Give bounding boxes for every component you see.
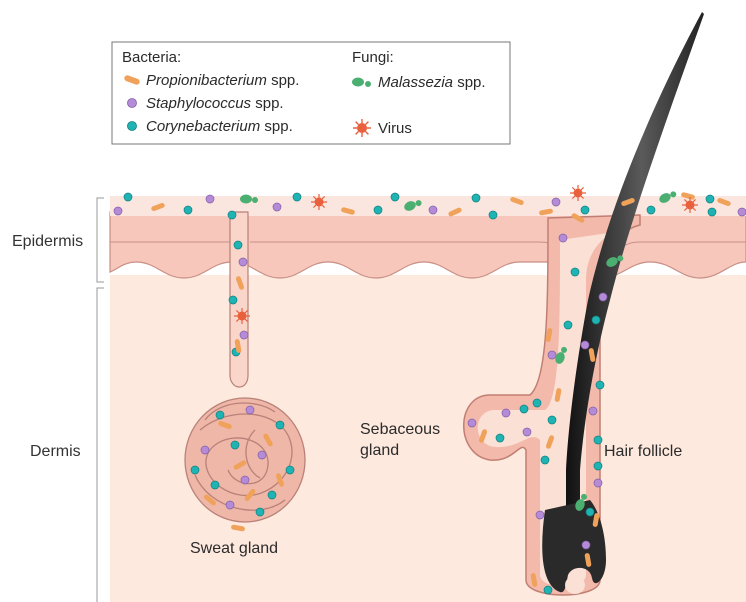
- epidermis-bracket: [97, 198, 104, 282]
- corynebacterium-cell: [472, 194, 480, 202]
- corynebacterium-cell: [256, 508, 264, 516]
- corynebacterium-cell: [276, 421, 284, 429]
- staphylococcus-cell: [239, 258, 247, 266]
- svg-text:Corynebacterium spp.: Corynebacterium spp.: [146, 118, 293, 135]
- corynebacterium-cell: [594, 436, 602, 444]
- staphylococcus-cell: [559, 234, 567, 242]
- corynebacterium-cell: [216, 411, 224, 419]
- corynebacterium-cell: [293, 193, 301, 201]
- staphylococcus-cell: [582, 541, 590, 549]
- corynebacterium-cell: [706, 195, 714, 203]
- sebaceous-label-line2: gland: [360, 442, 399, 459]
- staphylococcus-cell: [738, 208, 746, 216]
- sebaceous-label-line1: Sebaceous: [360, 421, 440, 438]
- corynebacterium-cell: [489, 211, 497, 219]
- corynebacterium-cell: [286, 466, 294, 474]
- virus-particle: [682, 197, 698, 213]
- corynebacterium-cell: [548, 416, 556, 424]
- corynebacterium-cell: [586, 508, 594, 516]
- epidermis-label: Epidermis: [12, 233, 83, 250]
- corynebacterium-cell: [374, 206, 382, 214]
- corynebacterium-cell: [228, 211, 236, 219]
- corynebacterium-cell: [229, 296, 237, 304]
- corynebacterium-cell: [268, 491, 276, 499]
- staphylococcus-cell: [548, 351, 556, 359]
- corynebacterium-cell: [541, 456, 549, 464]
- corynebacterium-cell: [191, 466, 199, 474]
- legend: Bacteria: Fungi: Propionibacterium spp. …: [112, 42, 510, 144]
- legend-bacteria-title: Bacteria:: [122, 49, 181, 66]
- corynebacterium-cell: [231, 441, 239, 449]
- corynebacterium-cell: [594, 462, 602, 470]
- svg-text:Propionibacterium spp.: Propionibacterium spp.: [146, 72, 299, 89]
- legend-fungi-title: Fungi:: [352, 49, 394, 66]
- staphylococcus-cell: [206, 195, 214, 203]
- dermal-papilla: [565, 576, 585, 594]
- corynebacterium-cell: [596, 381, 604, 389]
- legend-corynebacterium-suffix: spp.: [260, 118, 293, 135]
- dermis-bracket: [97, 288, 104, 602]
- corynebacterium-cell: [564, 321, 572, 329]
- dermis-label: Dermis: [30, 443, 81, 460]
- staphylococcus-cell: [599, 293, 607, 301]
- staphylococcus-cell: [594, 479, 602, 487]
- corynebacterium-cell: [184, 206, 192, 214]
- epidermis-layer: [110, 212, 746, 278]
- legend-propionibacterium-name: Propionibacterium: [146, 72, 267, 89]
- staphylococcus-cell: [258, 451, 266, 459]
- malassezia-cell: [240, 195, 258, 204]
- staphylococcus-cell: [502, 409, 510, 417]
- staphylococcus-cell: [468, 419, 476, 427]
- corynebacterium-cell: [496, 434, 504, 442]
- corynebacterium-cell: [544, 586, 552, 594]
- corynebacterium-cell: [234, 241, 242, 249]
- sweat-gland-label: Sweat gland: [190, 540, 278, 557]
- staphylococcus-cell: [273, 203, 281, 211]
- corynebacterium-cell: [708, 208, 716, 216]
- staphylococcus-icon: [128, 99, 137, 108]
- sweat-gland: [185, 398, 305, 522]
- corynebacterium-icon: [128, 122, 137, 131]
- legend-virus-label: Virus: [378, 120, 412, 137]
- staphylococcus-cell: [581, 341, 589, 349]
- svg-text:Staphylococcus spp.: Staphylococcus spp.: [146, 95, 284, 112]
- staphylococcus-cell: [114, 207, 122, 215]
- virus-icon: [353, 119, 371, 137]
- staphylococcus-cell: [240, 331, 248, 339]
- staphylococcus-cell: [226, 501, 234, 509]
- corynebacterium-cell: [520, 405, 528, 413]
- legend-staphylococcus-suffix: spp.: [251, 95, 284, 112]
- staphylococcus-cell: [536, 511, 544, 519]
- corynebacterium-cell: [571, 268, 579, 276]
- legend-malassezia-name: Malassezia: [378, 74, 453, 91]
- legend-malassezia-suffix: spp.: [453, 74, 486, 91]
- corynebacterium-cell: [533, 399, 541, 407]
- corynebacterium-cell: [647, 206, 655, 214]
- staphylococcus-cell: [241, 476, 249, 484]
- staphylococcus-cell: [589, 407, 597, 415]
- staphylococcus-cell: [552, 198, 560, 206]
- staphylococcus-cell: [523, 428, 531, 436]
- corynebacterium-cell: [581, 206, 589, 214]
- svg-text:Malassezia spp.: Malassezia spp.: [378, 74, 486, 91]
- corynebacterium-cell: [592, 316, 600, 324]
- legend-corynebacterium-name: Corynebacterium: [146, 118, 260, 135]
- corynebacterium-cell: [124, 193, 132, 201]
- staphylococcus-cell: [201, 446, 209, 454]
- staphylococcus-cell: [246, 406, 254, 414]
- corynebacterium-cell: [391, 193, 399, 201]
- virus-particle: [570, 185, 586, 201]
- corynebacterium-cell: [211, 481, 219, 489]
- legend-propionibacterium-suffix: spp.: [267, 72, 300, 89]
- staphylococcus-cell: [429, 206, 437, 214]
- hair-follicle-label: Hair follicle: [604, 443, 682, 460]
- legend-staphylococcus-name: Staphylococcus: [146, 95, 252, 112]
